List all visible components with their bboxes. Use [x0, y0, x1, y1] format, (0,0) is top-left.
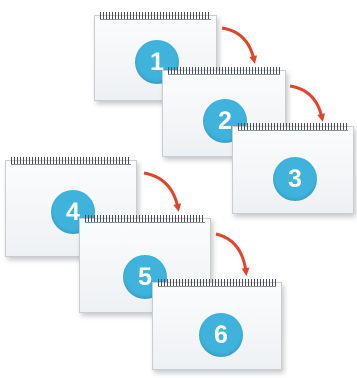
curved-arrow-icon-1-2: [222, 28, 254, 60]
curved-arrow-icon-2-3: [290, 86, 322, 118]
curved-arrow-icon-5-6: [216, 234, 246, 272]
curved-arrow-icon-4-5: [144, 173, 178, 208]
